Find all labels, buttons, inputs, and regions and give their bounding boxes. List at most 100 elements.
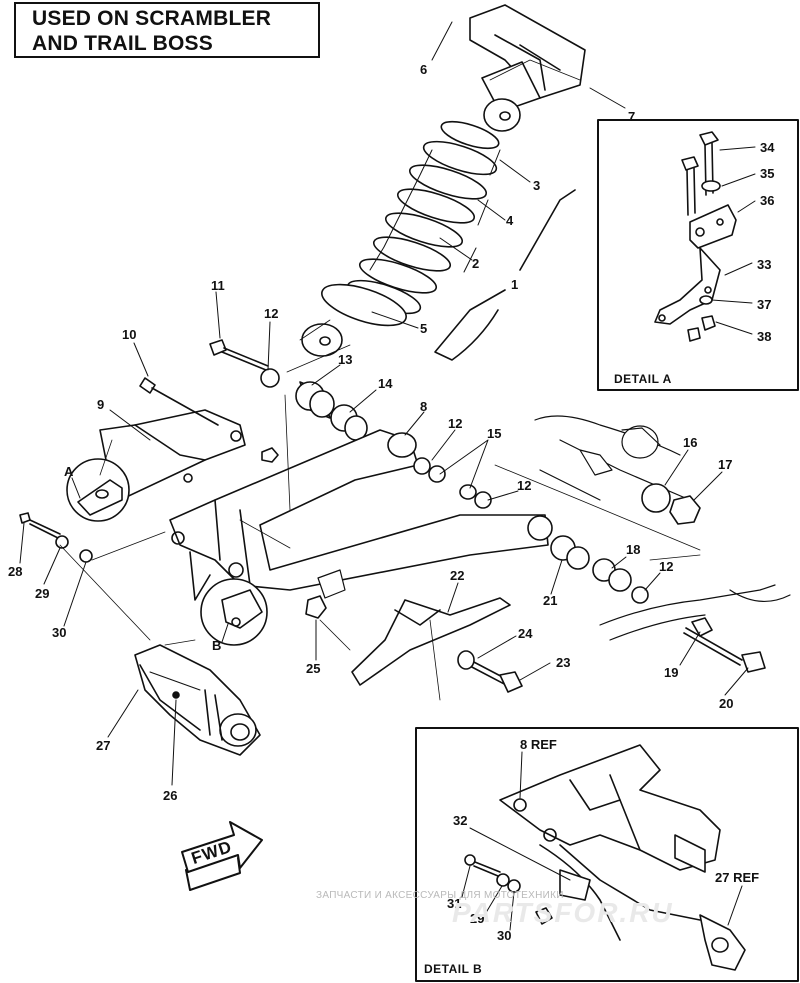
washer-12-mid — [474, 491, 492, 509]
washer-15b — [459, 484, 477, 500]
callout-26: 26 — [163, 788, 178, 803]
washer-15a — [428, 465, 446, 483]
bushing-14 — [330, 404, 368, 441]
detail-a-parts — [654, 131, 737, 342]
callout-detail-b: B — [212, 638, 222, 653]
washer-12-right-lower — [631, 586, 649, 604]
callout-29: 29 — [35, 586, 50, 601]
fwd-arrow-icon — [181, 821, 263, 891]
swing-arm — [169, 429, 553, 601]
watermark-logo: PARTSFOR.RU — [452, 897, 674, 928]
callout-27: 27 — [96, 738, 111, 753]
detail-b-parts — [464, 744, 746, 971]
header-line-2: AND TRAIL BOSS — [32, 32, 213, 55]
bushing-13 — [295, 381, 335, 419]
washer-12-top — [260, 368, 280, 388]
callout-leader-lines — [19, 21, 749, 786]
detail-b-caption: DETAIL B — [424, 962, 483, 976]
pivot-sketch-right — [599, 584, 791, 641]
shock-top-eye — [483, 98, 521, 132]
callout-9: 9 — [97, 397, 105, 412]
callout-23: 23 — [556, 655, 571, 670]
washer-30 — [79, 549, 93, 563]
frame-mount-sketch — [534, 415, 691, 501]
chain-guard-22 — [351, 597, 511, 686]
bolt-20 — [683, 627, 766, 673]
housing-27 — [134, 644, 261, 756]
assembly-guide-lines — [59, 59, 701, 701]
detail-a-leaders — [711, 146, 756, 335]
callout-8: 8 — [420, 399, 428, 414]
shock-bracket-brace — [434, 189, 576, 361]
callout-detail-a: A — [64, 464, 74, 479]
callout-4: 4 — [506, 213, 514, 228]
bolt-23 — [467, 659, 523, 693]
callout-7: 7 — [628, 109, 636, 124]
callout-2: 2 — [472, 256, 480, 271]
callout-32: 32 — [453, 813, 468, 828]
detail-a-caption: DETAIL A — [614, 372, 672, 386]
spacer-24 — [457, 650, 475, 670]
callout-6: 6 — [420, 62, 428, 77]
header-line-1: USED ON SCRAMBLER — [32, 7, 272, 30]
shock-spring-coils — [321, 120, 500, 327]
detail-a-frame — [597, 119, 799, 391]
callout-20: 20 — [719, 696, 734, 711]
callout-detail-b-29: 29 — [470, 911, 485, 926]
callout-12-lower: 12 — [659, 559, 674, 574]
callout-22: 22 — [450, 568, 465, 583]
callout-3: 3 — [533, 178, 541, 193]
callout-36: 36 — [760, 193, 775, 208]
bushing-16 — [641, 483, 671, 513]
nut-25 — [305, 595, 327, 619]
callout-25: 25 — [306, 661, 321, 676]
detail-b-leaders — [461, 751, 743, 931]
callout-1: 1 — [511, 277, 519, 292]
detail-b-circle — [200, 578, 268, 646]
washer-19 — [691, 617, 713, 637]
callout-12-top: 12 — [264, 306, 279, 321]
callout-28: 28 — [8, 564, 23, 579]
callout-13: 13 — [338, 352, 353, 367]
bracket-under-arm — [317, 569, 346, 599]
callout-38: 38 — [757, 329, 772, 344]
callout-37: 37 — [757, 297, 772, 312]
callout-18: 18 — [626, 542, 641, 557]
header-title-box: USED ON SCRAMBLER AND TRAIL BOSS — [14, 2, 320, 58]
grease-fitting-26 — [172, 691, 180, 699]
callout-15: 15 — [487, 426, 502, 441]
washer-29 — [55, 535, 69, 549]
callout-12-right: 12 — [448, 416, 463, 431]
callout-10: 10 — [122, 327, 137, 342]
callout-8-ref: 8 REF — [520, 737, 557, 752]
callout-detail-b-30: 30 — [497, 928, 512, 943]
callout-30: 30 — [52, 625, 67, 640]
nut-17 — [669, 495, 701, 525]
callout-34: 34 — [760, 140, 775, 155]
callout-35: 35 — [760, 166, 775, 181]
callout-17: 17 — [718, 457, 733, 472]
bushing-18 — [592, 558, 632, 592]
callout-19: 19 — [664, 665, 679, 680]
callout-16: 16 — [683, 435, 698, 450]
bolt-10 — [139, 377, 219, 426]
callout-31: 31 — [447, 896, 462, 911]
callout-11: 11 — [211, 278, 225, 293]
washer-12-right — [413, 457, 431, 475]
callout-5: 5 — [420, 321, 428, 336]
callout-24: 24 — [518, 626, 533, 641]
bushing-21 — [550, 535, 590, 570]
shock-body-shading — [369, 149, 501, 273]
nut-10 — [261, 447, 279, 463]
callout-33: 33 — [757, 257, 772, 272]
callout-27-ref: 27 REF — [715, 870, 760, 885]
callout-21: 21 — [543, 593, 558, 608]
callout-14: 14 — [378, 376, 393, 391]
detail-a-circle — [66, 458, 130, 522]
bolt-28 — [19, 512, 61, 539]
watermark-text: ЗАПЧАСТИ И АКСЕССУАРЫ ДЛЯ МОТОТЕХНИКИ — [316, 890, 564, 901]
callout-12-mid: 12 — [517, 478, 532, 493]
bolt-11 — [209, 339, 269, 371]
